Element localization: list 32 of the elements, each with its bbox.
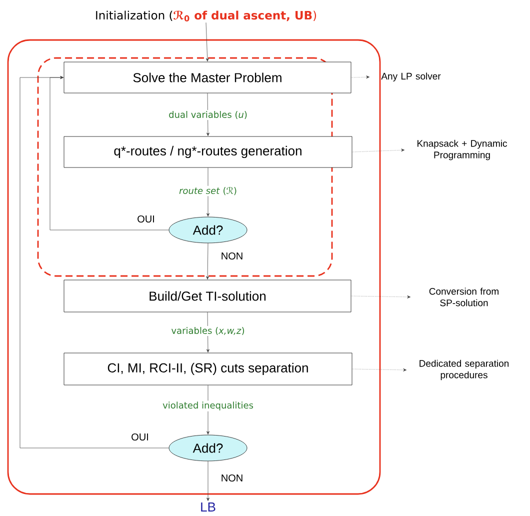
arrow — [206, 168, 210, 216]
arrow — [50, 76, 169, 230]
process-box: Solve the Master Problem — [64, 62, 352, 94]
arrow — [206, 243, 210, 280]
arrow — [206, 22, 209, 62]
leader-arrow — [351, 295, 410, 298]
leader-arrow — [352, 148, 404, 152]
edge-label: violated inequalities — [162, 400, 254, 412]
process-box: CI, MI, RCI-II, (SR) cuts separation — [64, 352, 352, 386]
side-note: Any LP solver — [381, 72, 441, 82]
side-note: Knapsack + Dynamic Programming — [418, 140, 507, 160]
edge-label: route set (ℛ) — [178, 186, 238, 196]
arrow — [20, 76, 169, 448]
edge-label: dual variables (u) — [168, 110, 248, 120]
arrow — [206, 93, 210, 136]
outer-frame — [7, 39, 381, 495]
end-label: LB — [201, 502, 216, 512]
side-note: Conversion from SP-solution — [429, 288, 498, 306]
edge-label: OUI — [136, 214, 156, 224]
edge-label: NON — [220, 251, 244, 261]
dashed-frame — [37, 57, 333, 277]
process-box: Build/Get TI-solution — [64, 280, 352, 312]
edge-label: OUI — [130, 432, 150, 442]
process-box: q*-routes / ng*-routes generation — [64, 136, 352, 168]
edge-label: variables (x,w,z) — [170, 326, 246, 336]
arrow — [206, 312, 210, 352]
edge-label: NON — [220, 473, 244, 483]
leader-arrow — [352, 368, 406, 372]
start-label: Initialization (ℛ$_{0}$ of dual ascent, UB) — [96, 10, 316, 22]
side-note: Dedicated separation procedures — [420, 360, 509, 380]
arrow — [206, 461, 210, 502]
leader-arrow — [351, 76, 370, 79]
